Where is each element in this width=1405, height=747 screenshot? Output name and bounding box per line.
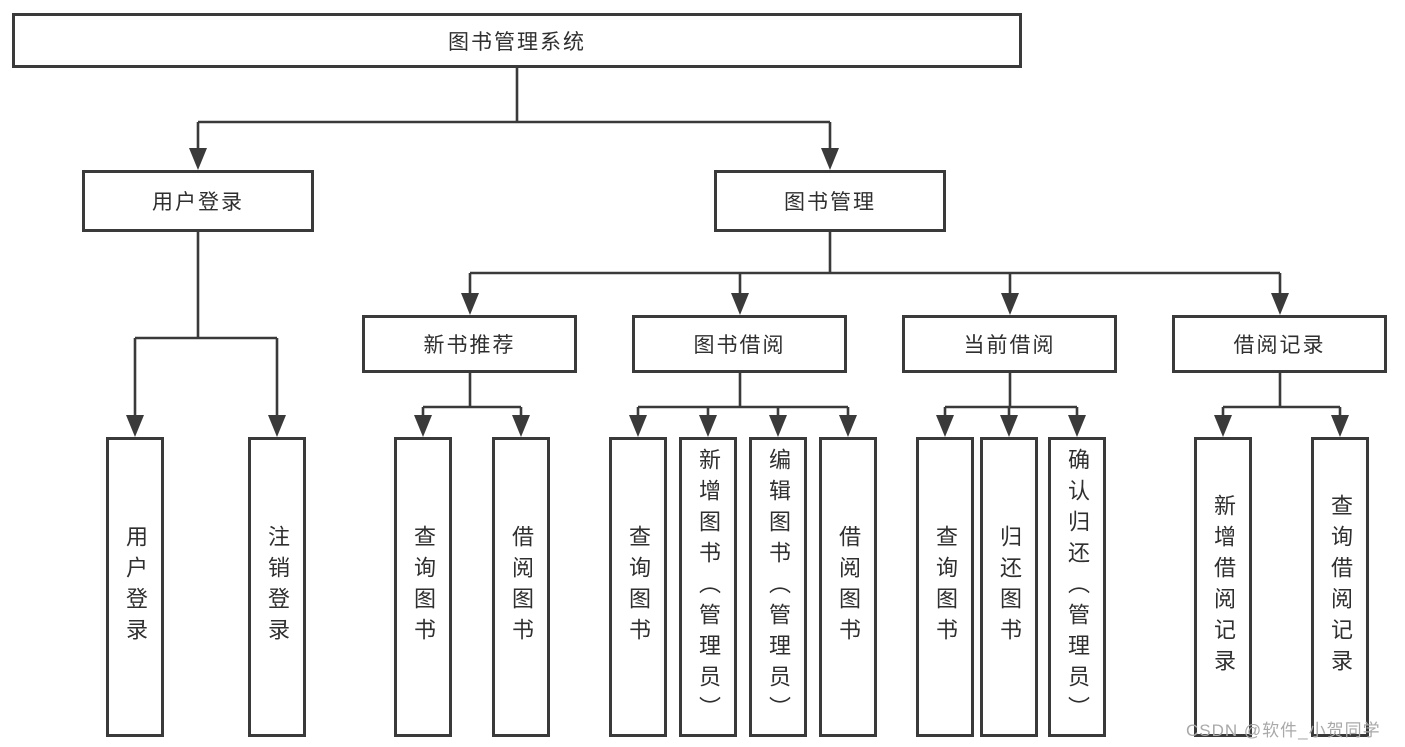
leaf-user-login: 用户登录	[106, 437, 164, 737]
node-user-login: 用户登录	[82, 170, 314, 232]
node-label: 新书推荐	[423, 334, 516, 357]
leaf-label: 注销登录	[265, 525, 290, 649]
leaf-label: 借阅图书	[836, 525, 861, 649]
connector-lines	[133, 68, 1342, 417]
node-label: 用户登录	[152, 191, 244, 214]
node-label: 当前借阅	[963, 334, 1056, 357]
leaf-borrow-books: 借阅图书	[819, 437, 877, 737]
leaf-label: 查询图书	[411, 525, 436, 649]
leaf-label: 用户登录	[123, 525, 148, 649]
leaf-label: 新增借阅记录	[1211, 494, 1236, 680]
leaf-add-borrow-record: 新增借阅记录	[1194, 437, 1252, 737]
leaf-return-books: 归还图书	[980, 437, 1038, 737]
node-label: 借阅记录	[1233, 334, 1326, 357]
node-current-borrow: 当前借阅	[902, 315, 1117, 373]
node-book-borrow: 图书借阅	[632, 315, 847, 373]
node-label: 图书管理	[784, 191, 876, 214]
leaf-query-books-borrow: 查询图书	[609, 437, 667, 737]
node-label: 图书借阅	[693, 334, 786, 357]
leaf-label: 查询图书	[933, 525, 958, 649]
arrowhead-down-icons	[126, 148, 1349, 437]
leaf-add-books-admin: 新增图书（管理员）	[679, 437, 737, 737]
node-book-management: 图书管理	[714, 170, 946, 232]
leaf-query-books-recommend: 查询图书	[394, 437, 452, 737]
leaf-label: 借阅图书	[509, 525, 534, 649]
leaf-label: 新增图书（管理员）	[696, 447, 721, 727]
leaf-label: 归还图书	[997, 525, 1022, 649]
leaf-label: 确认归还（管理员）	[1065, 447, 1090, 727]
node-library-management-system: 图书管理系统	[12, 13, 1022, 68]
watermark-text: CSDN @软件_小贺同学	[1186, 721, 1381, 740]
node-borrow-records: 借阅记录	[1172, 315, 1387, 373]
leaf-query-books-current: 查询图书	[916, 437, 974, 737]
leaf-label: 查询借阅记录	[1328, 494, 1353, 680]
node-new-book-recommend: 新书推荐	[362, 315, 577, 373]
leaf-label: 查询图书	[626, 525, 651, 649]
node-label: 图书管理系统	[448, 30, 586, 54]
leaf-label: 编辑图书（管理员）	[766, 447, 791, 727]
leaf-logout: 注销登录	[248, 437, 306, 737]
leaf-confirm-return-admin: 确认归还（管理员）	[1048, 437, 1106, 737]
leaf-edit-books-admin: 编辑图书（管理员）	[749, 437, 807, 737]
leaf-query-borrow-record: 查询借阅记录	[1311, 437, 1369, 737]
leaf-borrow-books-recommend: 借阅图书	[492, 437, 550, 737]
